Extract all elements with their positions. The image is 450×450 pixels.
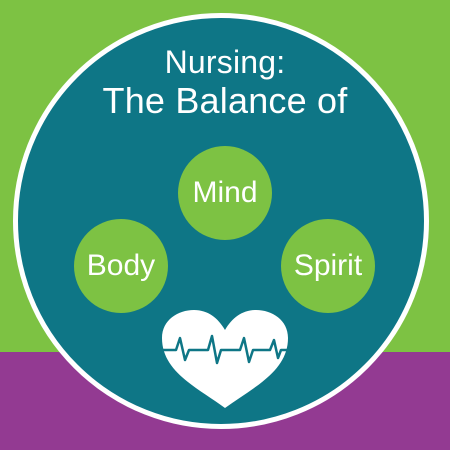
title-line-1: Nursing: — [164, 44, 286, 80]
mind-circle: Mind — [178, 146, 272, 240]
heart-heartbeat-icon — [160, 310, 292, 408]
body-circle: Body — [74, 219, 168, 313]
title-line-2: The Balance of — [102, 80, 348, 121]
spirit-label: Spirit — [293, 249, 363, 282]
spirit-circle: Spirit — [281, 219, 375, 313]
mind-label: Mind — [192, 176, 258, 209]
body-label: Body — [86, 249, 156, 282]
